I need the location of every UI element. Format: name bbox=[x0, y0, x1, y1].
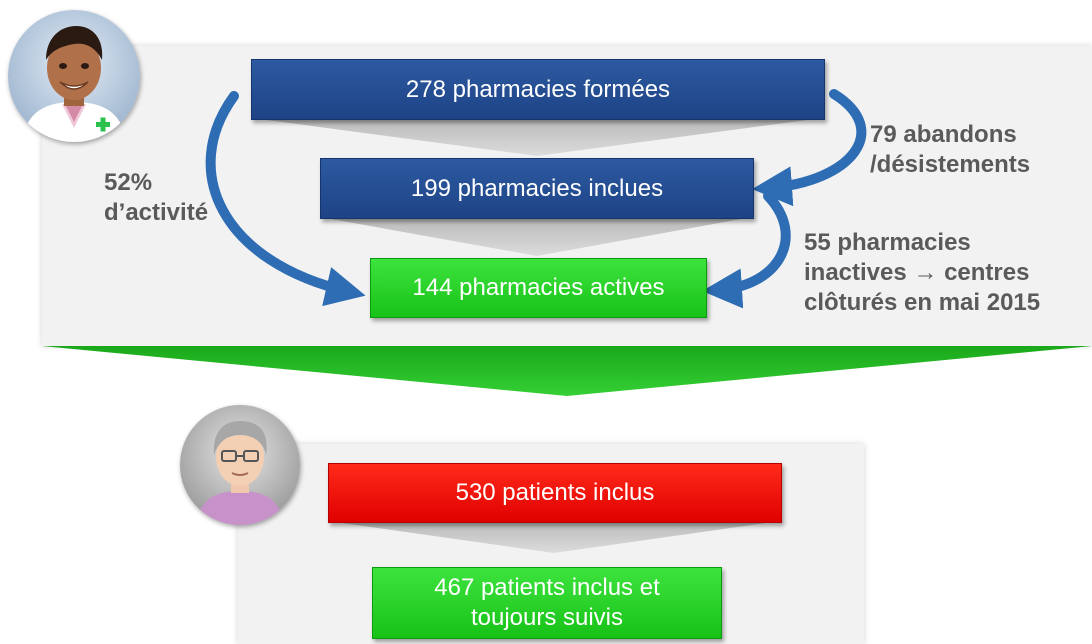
label-dropouts: 79 abandons /désistements bbox=[870, 120, 1030, 180]
box-pharmacies-active: 144 pharmacies actives bbox=[370, 258, 707, 318]
box-patients-followed-line2: toujours suivis bbox=[470, 604, 624, 631]
label-inactive: 55 pharmacies inactives → centres clôtur… bbox=[804, 228, 1040, 318]
label-inactive-line2: inactives → centres bbox=[804, 259, 1030, 286]
box-pharmacies-trained-text: 278 pharmacies formées bbox=[405, 75, 671, 103]
box-patients-followed-line1: 467 patients inclus et bbox=[434, 574, 660, 601]
elderly-patient-avatar-icon bbox=[180, 405, 300, 525]
green-chevron bbox=[42, 346, 1092, 396]
box-pharmacies-included: 199 pharmacies inclues bbox=[320, 158, 754, 219]
label-inactive-line3: clôturés en mai 2015 bbox=[804, 289, 1041, 316]
label-activity-text: d’activité bbox=[104, 199, 209, 226]
label-activity-percent: 52% bbox=[104, 169, 153, 196]
label-activity: 52% d’activité bbox=[104, 168, 208, 228]
box-pharmacies-trained: 278 pharmacies formées bbox=[251, 59, 825, 120]
box-pharmacies-active-text: 144 pharmacies actives bbox=[412, 274, 665, 301]
label-dropouts-line2: /désistements bbox=[870, 151, 1031, 178]
box-patients-followed: 467 patients inclus et toujours suivis bbox=[372, 567, 722, 639]
box-patients-included: 530 patients inclus bbox=[328, 463, 782, 523]
box-patients-included-text: 530 patients inclus bbox=[455, 479, 655, 506]
pharmacist-avatar-icon bbox=[8, 10, 140, 142]
label-dropouts-line1: 79 abandons bbox=[870, 121, 1017, 148]
box-pharmacies-included-text: 199 pharmacies inclues bbox=[410, 174, 664, 202]
label-inactive-line1: 55 pharmacies bbox=[804, 229, 971, 256]
